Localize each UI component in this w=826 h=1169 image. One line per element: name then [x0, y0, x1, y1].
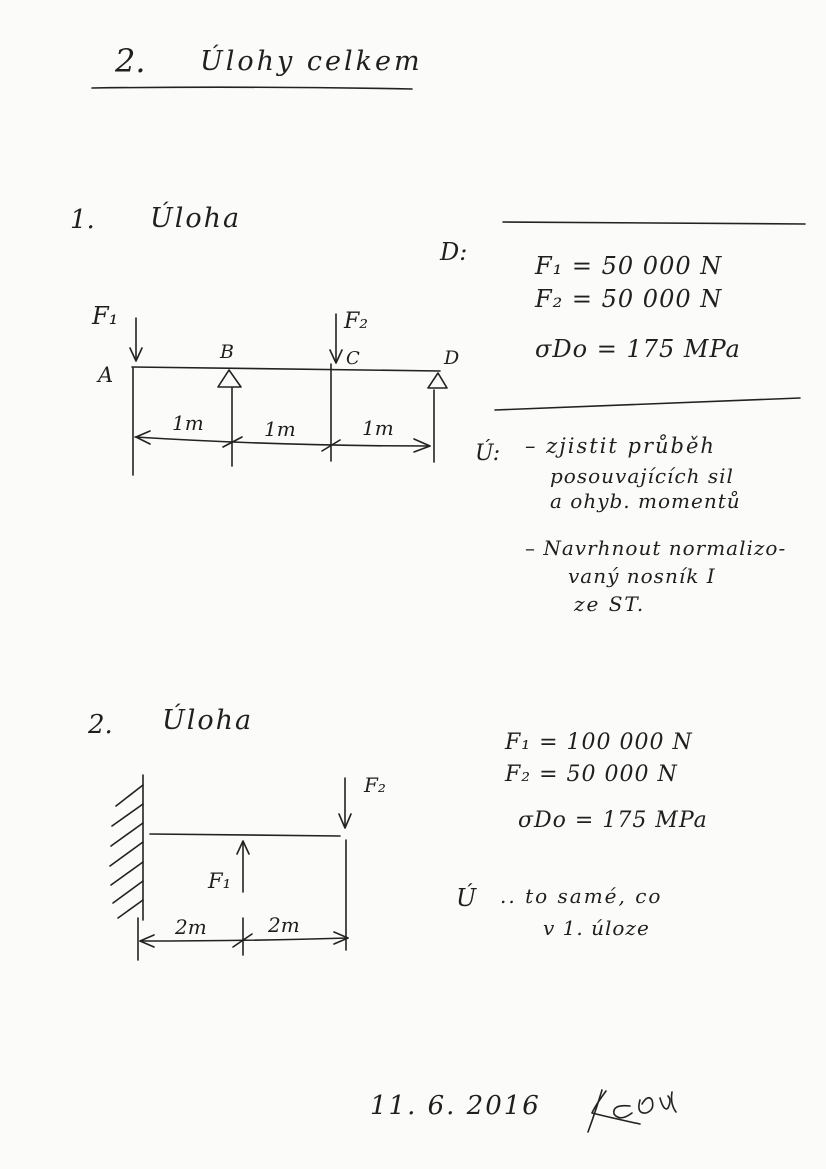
- beam-diagram-task1: F₁ F₂ A B C D 1m 1m 1m: [91, 302, 459, 476]
- point-label-c: C: [346, 348, 360, 369]
- dimension-tick-mid: [232, 933, 253, 948]
- task2-assignment-label: Ú: [456, 884, 477, 912]
- force-label-f2-task1: F₂: [343, 309, 368, 334]
- signature: [587, 1089, 677, 1133]
- span-label-left: 2m: [174, 915, 207, 939]
- title-underline: [91, 86, 413, 90]
- span-label-3: 1m: [362, 416, 394, 440]
- task1-given-label: D:: [440, 238, 468, 266]
- point-label-d: D: [443, 347, 459, 369]
- task1-given-f1: F₁ = 50 000 N: [535, 252, 723, 280]
- dimension-tick-c: [321, 439, 341, 452]
- task2-given-f2: F₂ = 50 000 N: [505, 762, 678, 787]
- task1-given-stress: σDo = 175 MPa: [535, 335, 741, 363]
- dimension-arrow-left-task1: [135, 430, 151, 445]
- point-label-b: B: [219, 341, 234, 363]
- force-label-f1-task2: F₁: [207, 869, 231, 893]
- task2-given-stress: σDo = 175 MPa: [518, 808, 708, 833]
- dimension-arrow-right-task2: [333, 931, 349, 945]
- given-box-top-rule: [502, 221, 806, 225]
- support-b: [217, 369, 242, 388]
- task2-given-f1: F₁ = 100 000 N: [505, 730, 693, 755]
- dimension-arrow-right-task1: [413, 438, 431, 453]
- dimension-line-task2: [139, 937, 349, 942]
- dimension-tick-b: [222, 436, 243, 448]
- force-label-f2-task2: F₂: [363, 773, 386, 797]
- force-label-f1-task1: F₁: [91, 302, 118, 330]
- wall-hatching: [109, 784, 144, 919]
- task1-given-f2: F₂ = 50 000 N: [535, 285, 723, 313]
- dimension-line-task1: [134, 436, 431, 447]
- task1-number: 1.: [70, 205, 95, 235]
- header-number: 2.: [115, 42, 146, 80]
- beam-task2: [149, 833, 341, 837]
- task1-assignment-label: Ú:: [475, 441, 501, 466]
- point-label-a: A: [96, 363, 113, 387]
- span-label-1: 1m: [172, 411, 204, 435]
- given-box-bottom-rule: [494, 397, 801, 411]
- span-label-right: 2m: [267, 913, 300, 937]
- task1-assignment-line-6: ze ST.: [574, 592, 646, 616]
- dimension-arrow-left-task2: [139, 934, 155, 948]
- task2-assignment-line-1: .. to samé, co: [500, 884, 663, 908]
- beam-task1: [131, 366, 441, 372]
- task1-assignment-line-4: – Navrhnout normalizo-: [525, 536, 787, 560]
- force-arrowhead-f1-task2: [236, 840, 250, 855]
- task1-assignment-line-5: vaný nosník I: [568, 564, 716, 588]
- force-arrowhead-f2: [329, 349, 343, 364]
- task2-assignment-line-2: v 1. úloze: [543, 916, 650, 940]
- task2-number: 2.: [88, 710, 113, 740]
- force-arrowhead-f1: [129, 347, 143, 362]
- task1-heading: Úloha: [150, 203, 242, 234]
- page-title: Úlohy celkem: [200, 46, 423, 77]
- task1-assignment-line-3: a ohyb. momentů: [550, 489, 741, 513]
- task1-assignment-line-2: posouvajících sil: [550, 464, 734, 488]
- date: 11. 6. 2016: [370, 1091, 541, 1121]
- task2-heading: Úloha: [162, 705, 254, 736]
- beam-diagram-task2: F₂ F₁ 2m 2m: [109, 773, 386, 961]
- support-d: [427, 372, 448, 389]
- span-label-2: 1m: [264, 417, 296, 441]
- force-arrowhead-f2-task2: [338, 813, 352, 829]
- task1-assignment-line-1: – zjistit průběh: [525, 434, 716, 458]
